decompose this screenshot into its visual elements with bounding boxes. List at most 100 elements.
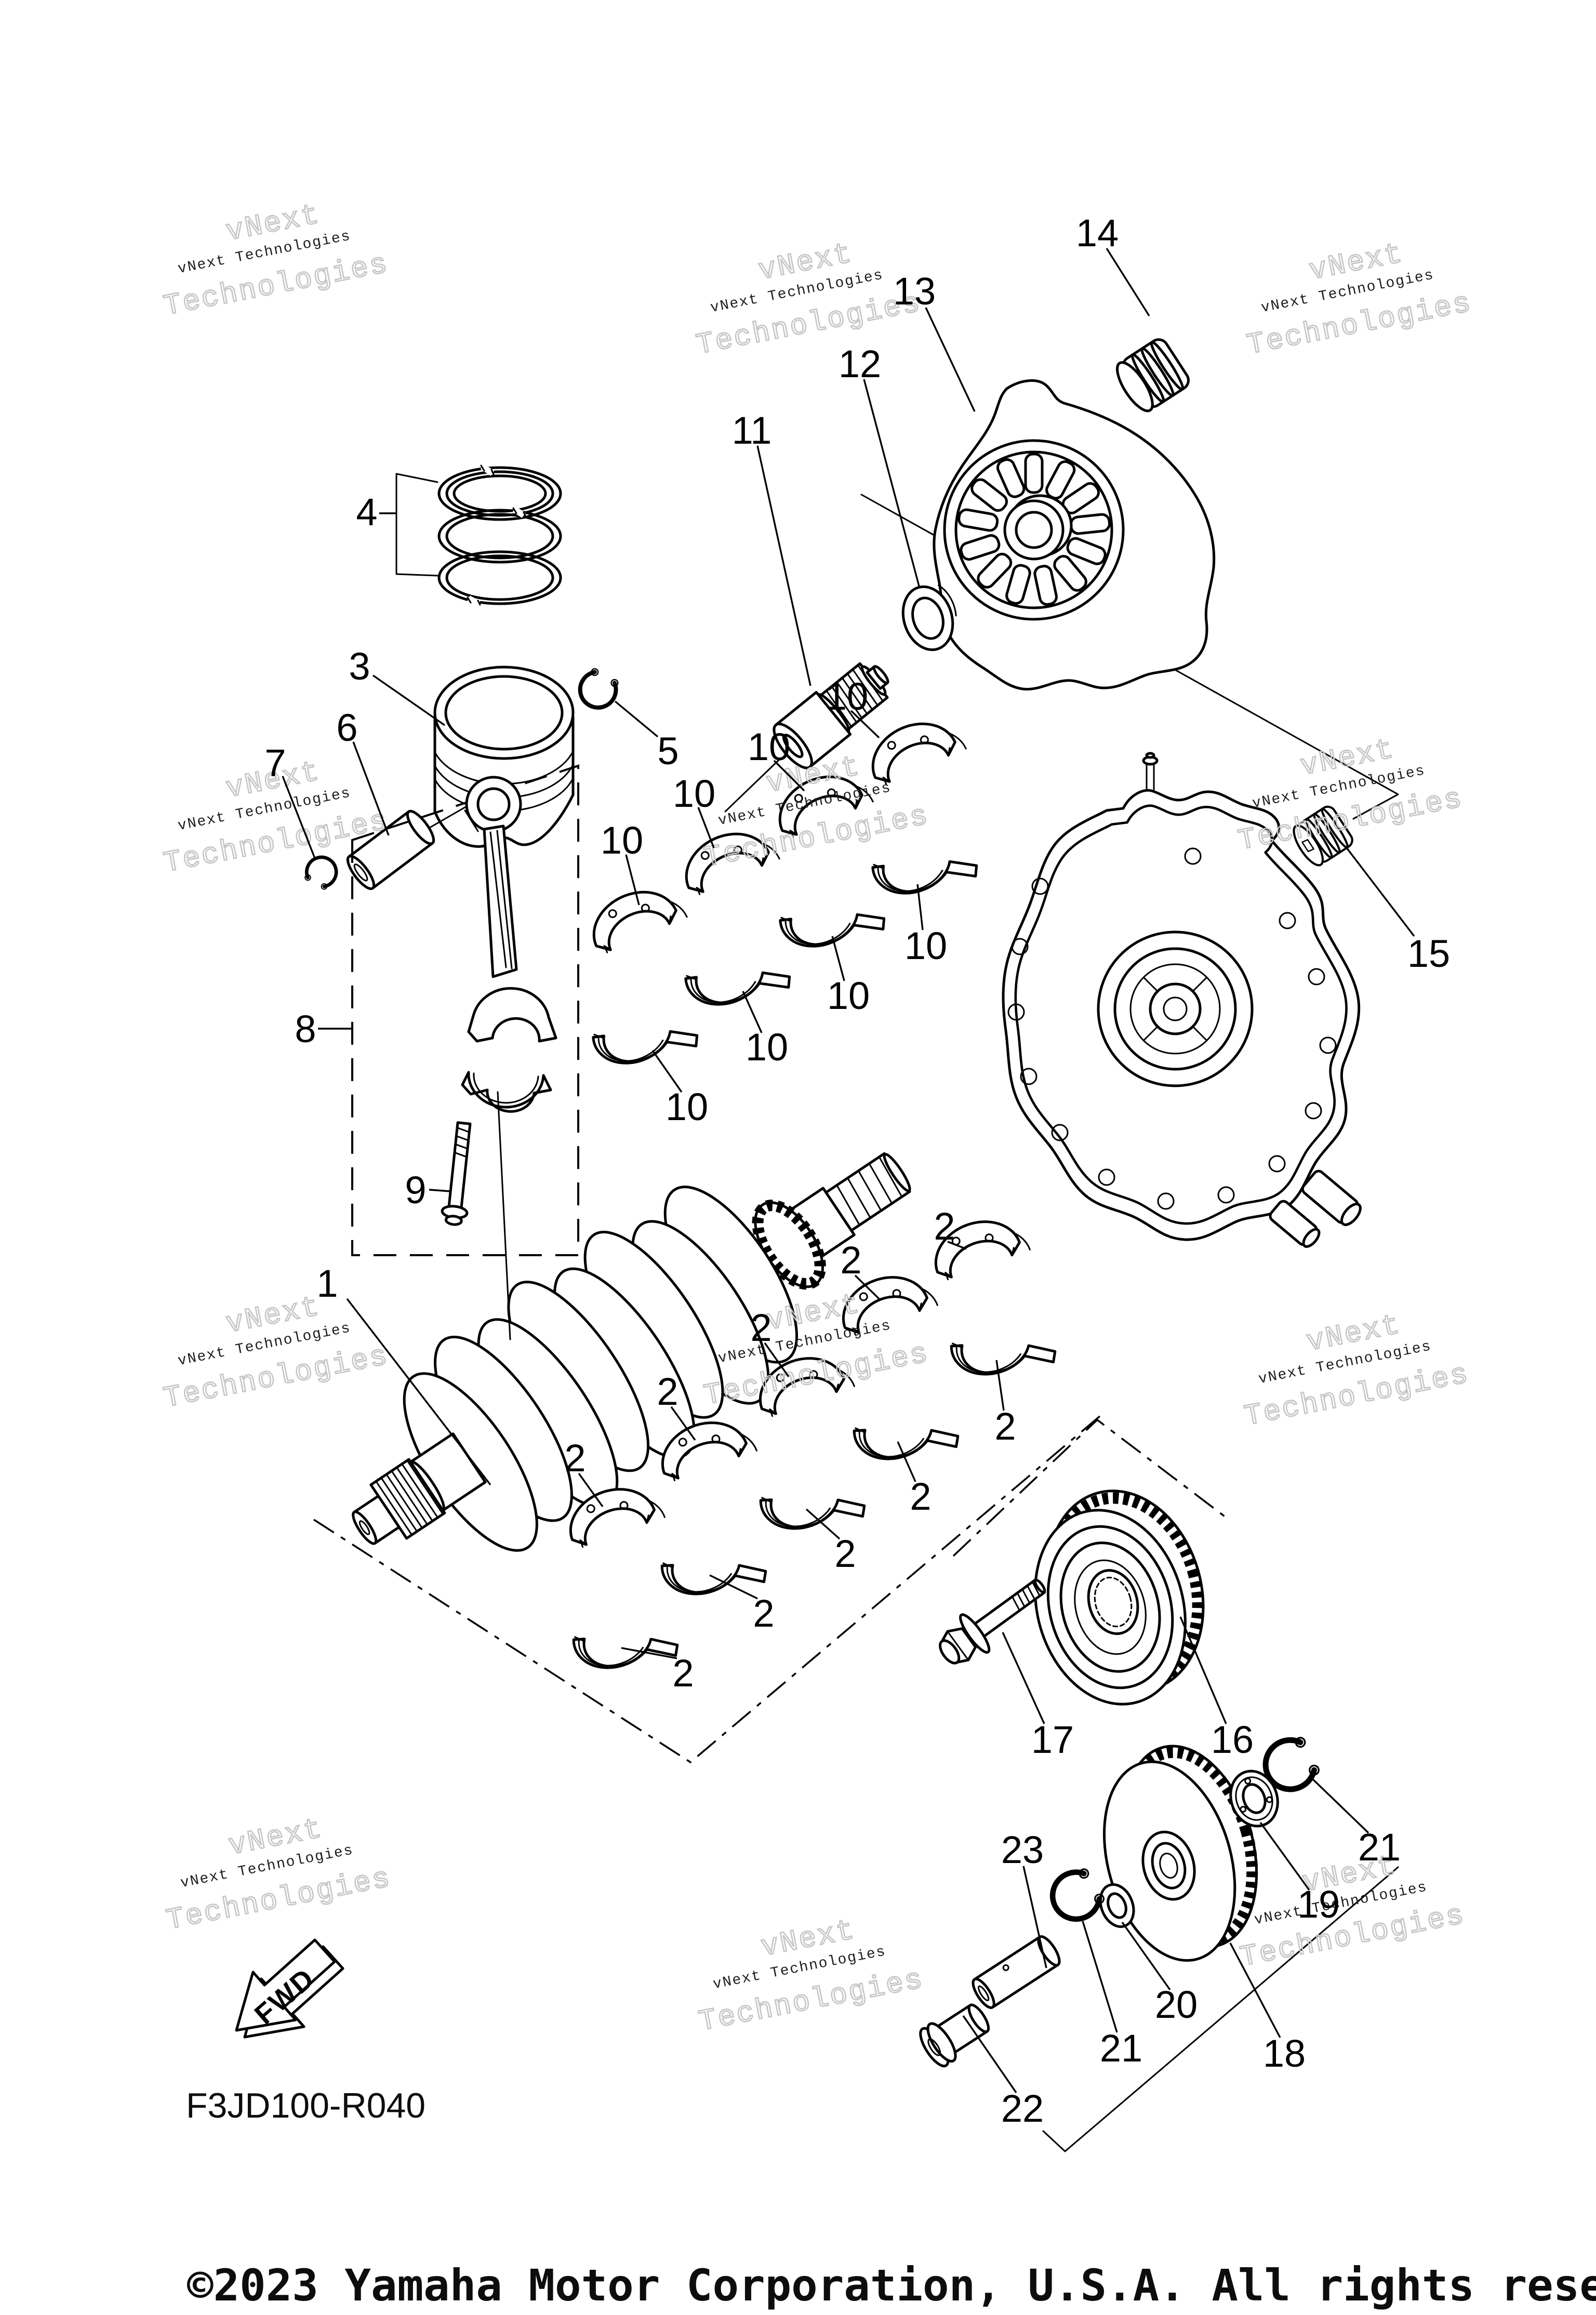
- leader-line-2: [805, 1508, 841, 1540]
- leader-line-7: [282, 776, 316, 859]
- callout-3: 3: [349, 645, 370, 688]
- leader-line-21: [1082, 1921, 1118, 2033]
- leader-line-2: [670, 1406, 696, 1441]
- crankcase-cover: [1002, 752, 1362, 1248]
- callout-2: 2: [834, 1532, 856, 1575]
- callout-2: 2: [750, 1306, 772, 1349]
- callout-2: 2: [840, 1239, 861, 1282]
- callout-2: 2: [994, 1405, 1016, 1448]
- callout-11: 11: [732, 409, 772, 452]
- bushing-22: [919, 2003, 990, 2068]
- leader-line-19: [1259, 1822, 1310, 1891]
- callout-12: 12: [839, 342, 881, 385]
- callout-4: 4: [356, 490, 377, 534]
- piston-rings: [395, 463, 562, 607]
- callout-10: 10: [827, 974, 870, 1017]
- copyright-text: ©2023 Yamaha Motor Corporation, U.S.A. A…: [187, 2260, 1596, 2311]
- phantom-plane-coupling: [952, 1418, 1231, 1557]
- callout-1: 1: [316, 1262, 338, 1305]
- leader-line-2: [947, 1241, 967, 1250]
- plug-14: [1116, 338, 1190, 413]
- leader-line-11: [756, 445, 812, 686]
- leader-line-12: [863, 379, 921, 589]
- leader-line-16: [1179, 1616, 1227, 1724]
- leader-line-15: [1346, 847, 1415, 937]
- callout-10: 10: [748, 725, 790, 768]
- leader-line-9: [429, 1189, 450, 1192]
- drive-coupling-housing: [933, 379, 1216, 691]
- coupler-axis-line: [724, 759, 780, 813]
- callout-layer: 4356711121314151010101010101010891222222…: [264, 211, 1450, 2130]
- callout-10: 10: [905, 924, 947, 967]
- leader-line-2: [897, 1441, 916, 1482]
- callout-10: 10: [601, 819, 643, 862]
- callout-10: 10: [826, 675, 868, 718]
- callout-13: 13: [893, 270, 936, 313]
- leader-line-23: [1022, 1866, 1047, 1968]
- leader-line-2: [578, 1473, 604, 1507]
- rod-journal-line: [497, 1091, 511, 1340]
- leader-line-13: [925, 307, 976, 412]
- plug-15: [1293, 805, 1353, 867]
- callout-20: 20: [1155, 1983, 1198, 2026]
- leader-line-18: [1229, 1943, 1281, 2038]
- callout-7: 7: [264, 741, 286, 784]
- callout-17: 17: [1031, 1718, 1074, 1761]
- leader-line-21: [1309, 1776, 1369, 1834]
- crankshaft: [352, 1152, 911, 1552]
- leader-line-1: [346, 1298, 491, 1486]
- rod-bolt: [441, 1121, 472, 1226]
- leader-line-10: [651, 1050, 683, 1093]
- callout-2: 2: [934, 1205, 955, 1248]
- ring-bracket: [395, 473, 438, 577]
- callout-15: 15: [1407, 932, 1450, 975]
- callout-10: 10: [746, 1026, 788, 1069]
- piston-clip: [573, 664, 623, 715]
- coupling-16: [1034, 1489, 1205, 1706]
- callout-2: 2: [910, 1475, 931, 1518]
- phantom-plane-bearings: [313, 1412, 1105, 1764]
- washer-20: [1099, 1883, 1135, 1928]
- leader-line-10: [697, 807, 715, 848]
- leader-line-10: [773, 760, 805, 792]
- cover-hose-stub-2: [1269, 1200, 1321, 1248]
- callout-14: 14: [1076, 211, 1119, 255]
- leader-line-10: [916, 884, 924, 930]
- shaft-pin-23: [972, 1935, 1061, 2009]
- callout-18: 18: [1263, 2032, 1306, 2075]
- cover-bolt-holes: [1007, 847, 1337, 1210]
- leader-line-20: [1121, 1922, 1171, 1990]
- assembly-axis-line-bottom: [1042, 1866, 1399, 2152]
- leader-line-5: [614, 700, 659, 738]
- piston-pin: [346, 809, 435, 890]
- callout-21: 21: [1100, 2027, 1142, 2070]
- leader-line-2: [709, 1574, 758, 1600]
- leader-line-10: [625, 854, 640, 906]
- impeller-slots: [957, 453, 1111, 606]
- callout-10: 10: [673, 772, 715, 815]
- leader-line-17: [1002, 1632, 1045, 1724]
- callout-8: 8: [295, 1007, 316, 1050]
- leader-line-3: [373, 674, 445, 726]
- pin-clip: [301, 852, 342, 893]
- leader-line-22: [962, 2015, 1017, 2093]
- leader-line-2: [854, 1274, 880, 1300]
- callout-2: 2: [672, 1652, 694, 1695]
- coupler: [773, 662, 889, 769]
- leader-line-10: [850, 710, 880, 739]
- callout-2: 2: [753, 1592, 774, 1635]
- fwd-arrow: FWD: [235, 1938, 344, 2039]
- leader-line-2: [764, 1342, 790, 1377]
- cover-hose-stub: [1301, 1169, 1362, 1226]
- callout-19: 19: [1297, 1883, 1340, 1926]
- bolt-17: [939, 1578, 1046, 1665]
